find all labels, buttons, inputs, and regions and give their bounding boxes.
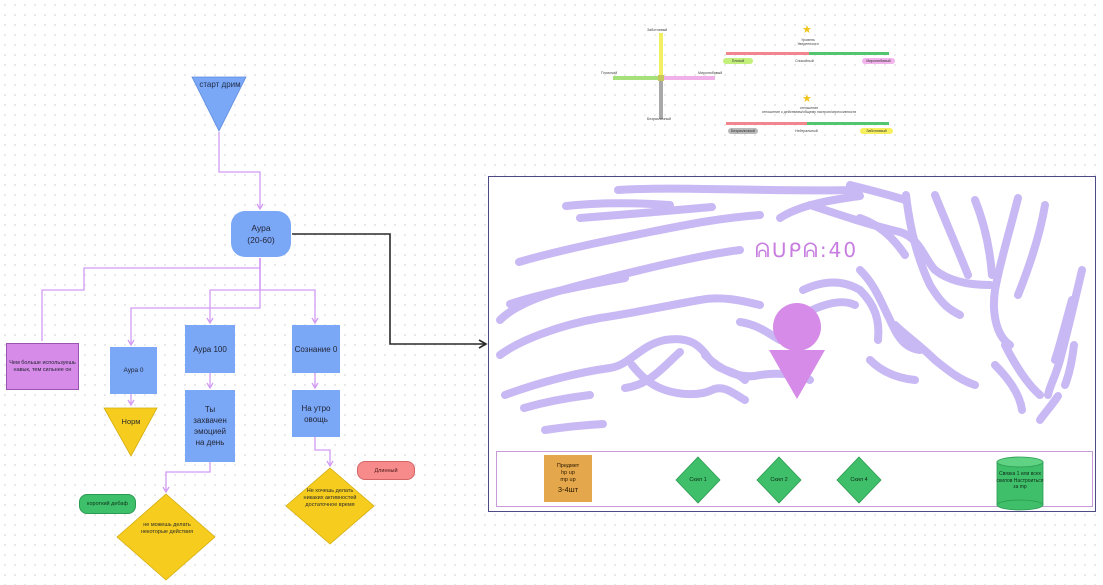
scale1-middle-label: Спокойный [795,59,814,63]
skill-1-label: Скил 1 [689,477,707,483]
skill-growth-note[interactable]: Чем больше используешь навык, тем сильне… [6,343,79,390]
cant-act-label: не можешь делать некоторые действия [140,522,194,535]
emotion-node[interactable]: Ты захвачен эмоцией на день [185,390,235,462]
long-debuff-pill[interactable]: Длинный [357,461,415,480]
cant-act-diamond [116,493,216,581]
combo-label: Связка 1 или всех скилов Настроиться за … [996,471,1044,490]
norm-label: Норм [121,417,141,426]
scale2-middle-label: Нейтральный [795,129,818,133]
aura-counter: ᕱᑌᑭᕱ:40 [755,238,859,262]
axis-left-label: Плохочий [601,71,618,75]
scale1-left-label: Плохой [723,58,753,64]
skill-1-diamond[interactable] [675,456,721,504]
skill-2-label: Скил 2 [770,477,788,483]
scale1-right-label: Миролюбивый [862,58,895,64]
aura-0-node[interactable]: Аура 0 [110,347,157,394]
morning-node[interactable]: На утро овощь [292,390,340,437]
start-label: старт дрим [199,80,241,89]
skill-4-diamond[interactable] [836,456,882,504]
item-slot[interactable]: Предмет hp up mp up 3-4шт [544,455,592,502]
star-icon: ★ [802,24,812,36]
consciousness-0-node[interactable]: Сознание 0 [292,325,340,373]
axis-bottom-label: Безразличный [647,117,672,121]
dont-want-diamond [285,467,375,545]
skill-bar [496,451,1093,507]
skill-4-label: Скил 4 [850,477,868,483]
axis-right-label: Миролюбивый [698,71,723,75]
aura-node[interactable]: Аура (20-60) [231,211,291,257]
aura-100-node[interactable]: Аура 100 [185,325,235,373]
combo-cylinder[interactable] [996,456,1044,511]
axis-top-label: Заботливый [647,28,668,32]
norm-triangle [103,407,158,457]
dont-want-label: Не хочешь делать никаких активностей дос… [303,488,357,508]
short-debuff-pill[interactable]: короткий дебаф [79,494,136,514]
skill-2-diamond[interactable] [756,456,802,504]
star-icon: ★ [802,93,812,105]
scale2-right-label: Заботливый [860,128,893,134]
start-triangle [191,76,247,132]
scale2-left-label: Безразличный [728,128,758,134]
